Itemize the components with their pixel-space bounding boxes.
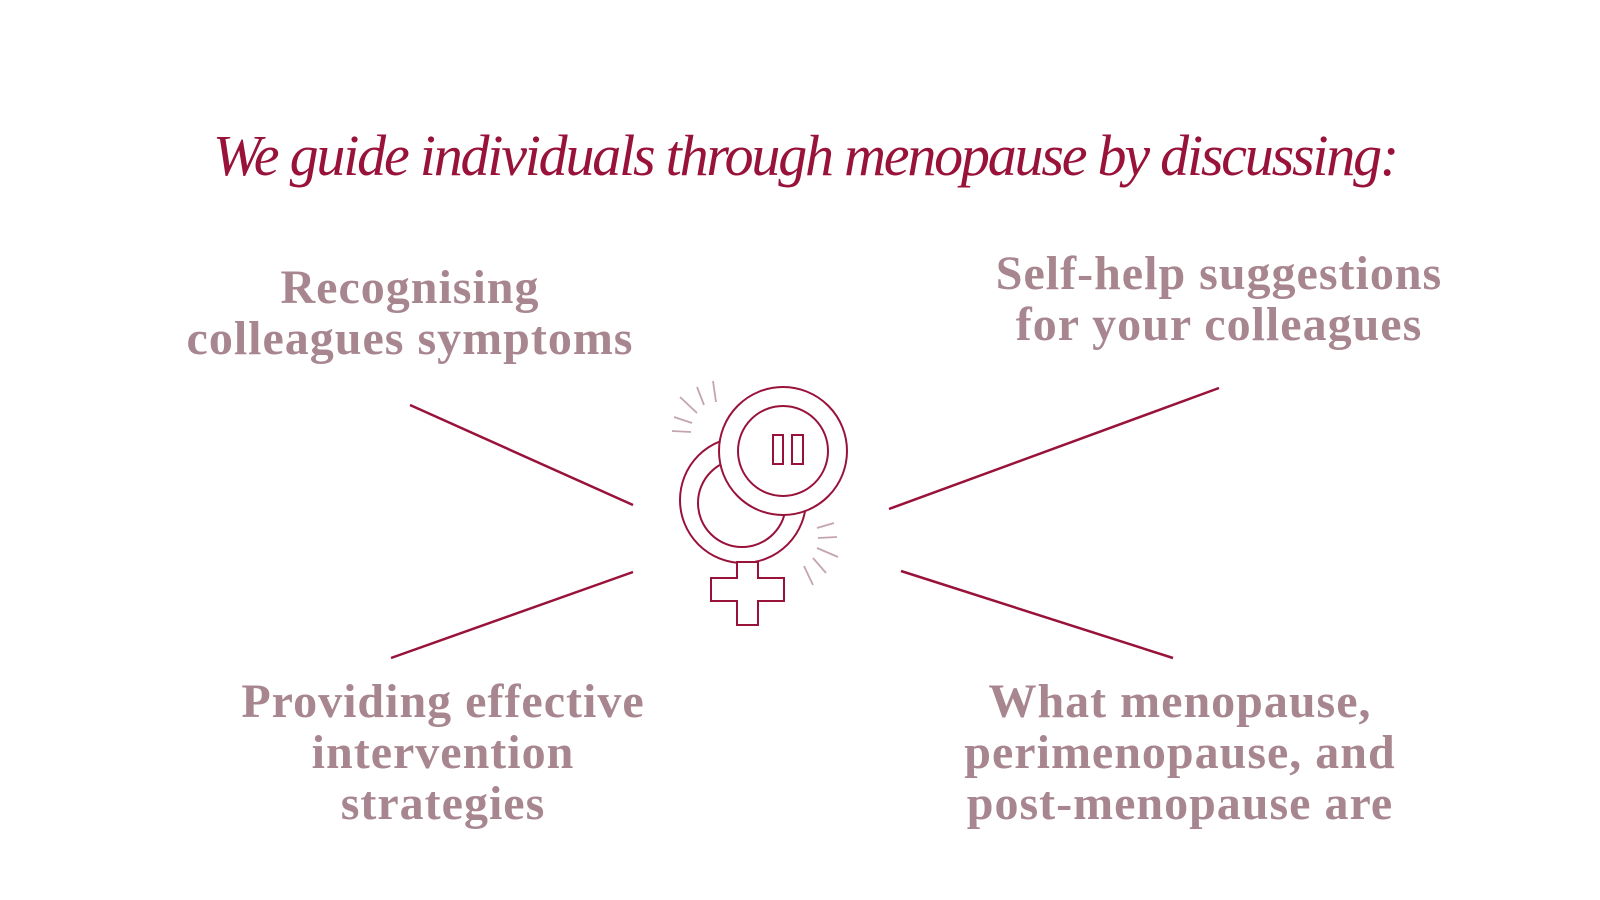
- topic-line: perimenopause, and: [964, 726, 1396, 779]
- topic-menopause-stages: What menopause, perimenopause, and post-…: [880, 676, 1480, 829]
- topic-line: What menopause,: [988, 675, 1372, 728]
- connector-bottom-right: [900, 569, 1174, 660]
- connector-lines: [390, 386, 1220, 660]
- topic-intervention-strategies: Providing effective intervention strateg…: [143, 676, 743, 829]
- topic-recognising-symptoms: Recognising colleagues symptoms: [110, 262, 710, 364]
- topic-line: intervention: [311, 726, 575, 779]
- topic-line: Providing effective: [241, 675, 645, 728]
- topic-line: for your colleagues: [1015, 298, 1423, 351]
- female-symbol-pause-icon: [671, 380, 848, 626]
- connector-top-right: [888, 386, 1220, 511]
- topic-line: strategies: [340, 777, 546, 830]
- page-title: We guide individuals through menopause b…: [213, 123, 1399, 188]
- connector-top-left: [409, 403, 634, 507]
- topic-line: post-menopause are: [966, 777, 1394, 830]
- connector-bottom-left: [390, 570, 634, 660]
- sparkle-rays: [671, 380, 839, 586]
- topic-line: colleagues symptoms: [186, 312, 634, 365]
- topic-self-help: Self-help suggestions for your colleague…: [919, 248, 1519, 350]
- topic-line: Recognising: [280, 261, 540, 314]
- topic-line: Self-help suggestions: [995, 247, 1443, 300]
